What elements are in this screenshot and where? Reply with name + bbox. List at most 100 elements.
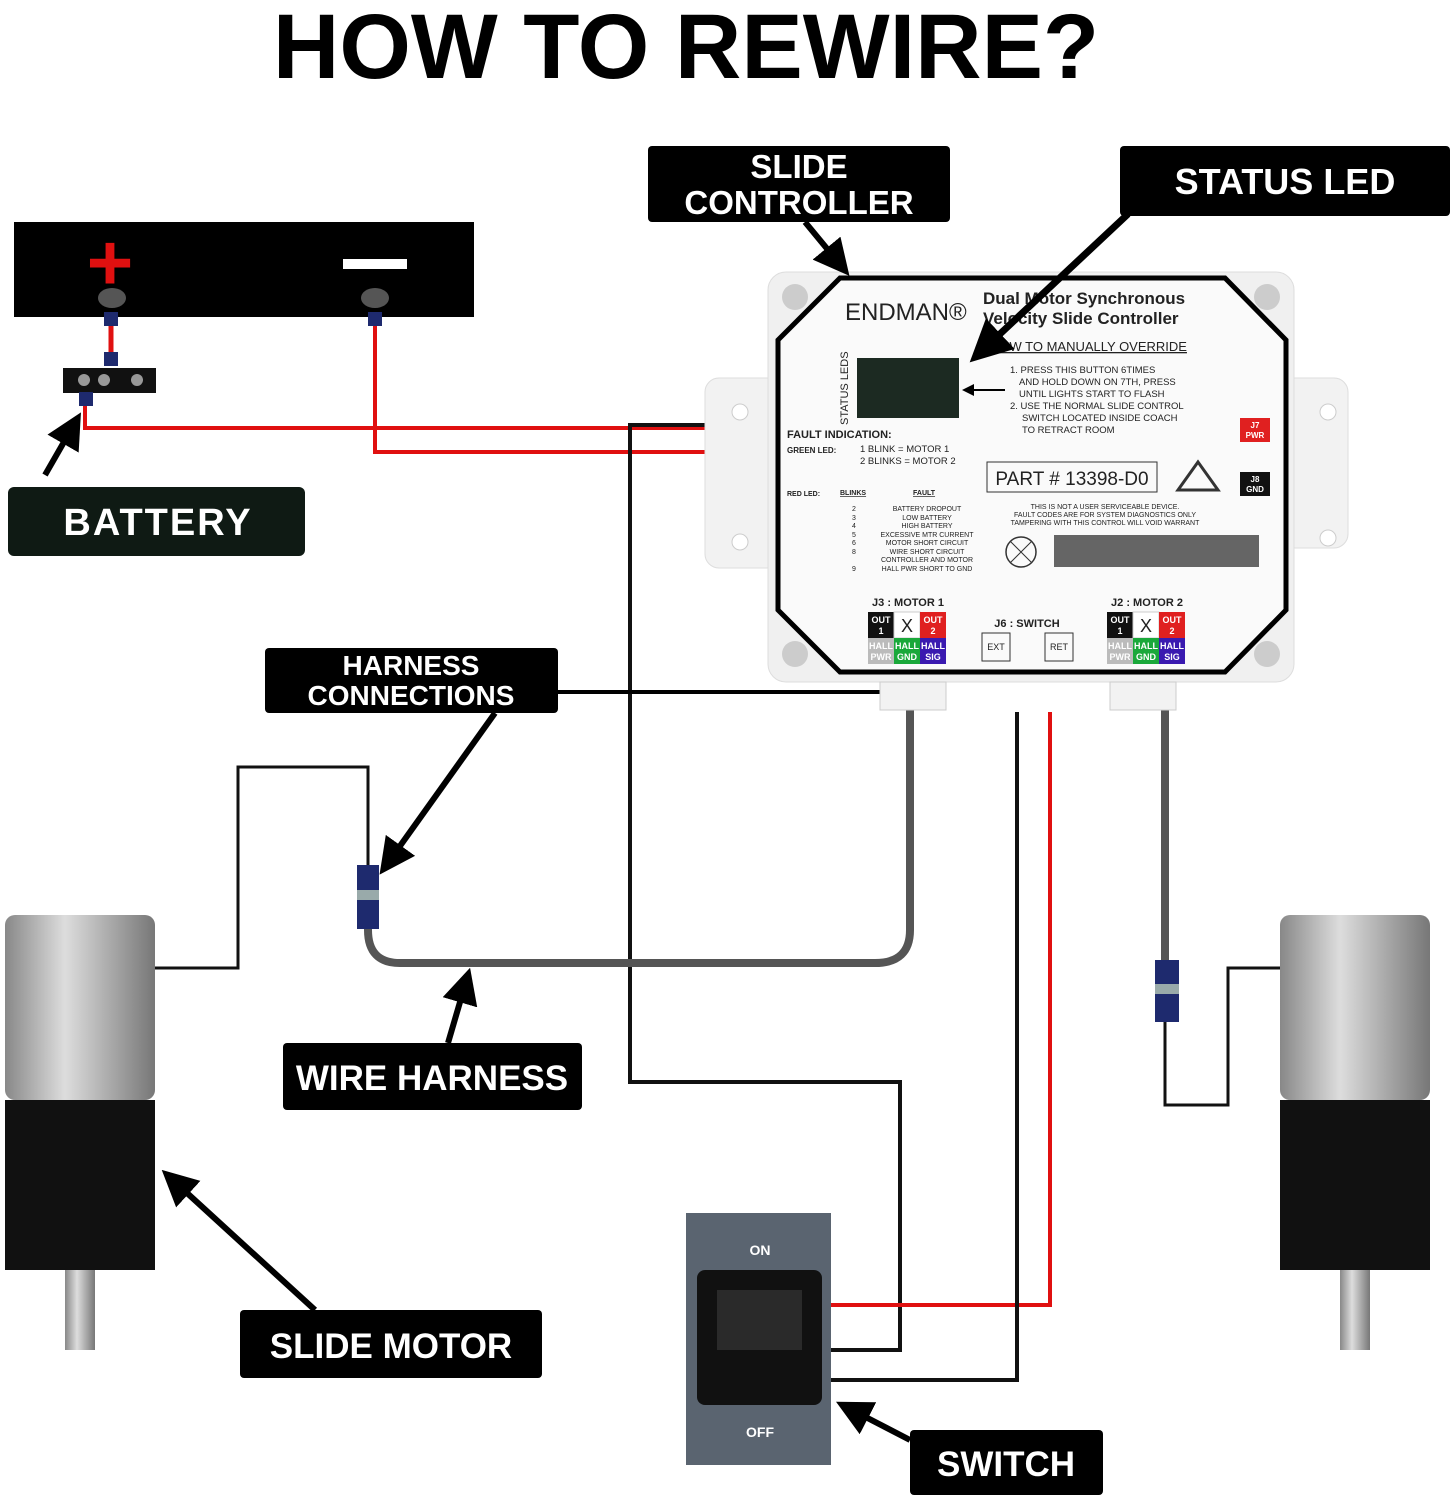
controller-red-codes-5-fault: WIRE SHORT CIRCUIT: [890, 549, 966, 556]
switch-on-label: ON: [750, 1242, 771, 1258]
controller-pins-hall-gnd-1: GND: [1136, 652, 1157, 662]
controller-j7-0: J7: [1251, 421, 1260, 430]
status-led-board: [857, 358, 959, 418]
labels-switch: SWITCH: [937, 1445, 1075, 1484]
controller-pins-hall-pwr-0: HALL: [1108, 641, 1132, 651]
black-wire-switch-ret: [830, 712, 1019, 1382]
controller-pins-out2-0: OUT: [924, 615, 944, 625]
red-wire-positive: [83, 400, 740, 430]
label-harness-connections: HARNESS CONNECTIONS: [265, 648, 558, 875]
red-wire-negative: [373, 322, 740, 454]
controller-pins-out1-0: OUT: [872, 615, 892, 625]
motor-lead-right: [1163, 966, 1282, 1107]
controller-pins-hall-pwr-1: PWR: [1110, 652, 1131, 662]
controller-red-codes-3-blinks: 5: [852, 532, 856, 539]
controller-override-steps-2: UNTIL LIGHTS START TO FLASH: [1019, 389, 1165, 400]
controller-pins-x: X: [1140, 616, 1152, 636]
controller-red-codes-1-fault: LOW BATTERY: [902, 515, 952, 522]
controller-status-leds: STATUS LEDS: [839, 351, 851, 425]
controller-pins-out2-1: 2: [1169, 626, 1174, 636]
controller-green-codes-0: 1 BLINK = MOTOR 1: [860, 444, 949, 455]
controller-red-codes-7-fault: HALL PWR SHORT TO GND: [882, 566, 973, 573]
slide-controller: ENDMAN® Dual Motor Synchronous Velocity …: [704, 271, 1349, 711]
controller-red-codes-3-fault: EXCESSIVE MTR CURRENT: [881, 532, 975, 539]
controller-j7-1: PWR: [1246, 431, 1265, 440]
controller-pins-hall-sig-0: HALL: [1160, 641, 1184, 651]
rocker-switch[interactable]: ON OFF: [686, 1213, 831, 1465]
labels-slide-controller-0: SLIDE: [750, 148, 847, 185]
controller-red-codes-4-blinks: 6: [852, 540, 856, 547]
controller-blinks-header: BLINKS: [840, 490, 866, 497]
wires: [83, 322, 1282, 1382]
controller-pins-hall-gnd-0: HALL: [895, 641, 919, 651]
controller-warning-0: THIS IS NOT A USER SERVICEABLE DEVICE.: [1031, 504, 1180, 511]
controller-pins-out2-1: 2: [930, 626, 935, 636]
controller-part: PART # 13398-D0: [995, 469, 1148, 490]
labels-slide-controller-1: CONTROLLER: [684, 184, 913, 221]
label-wire-harness: WIRE HARNESS: [283, 967, 582, 1110]
controller-warning-1: FAULT CODES ARE FOR SYSTEM DIAGNOSTICS O…: [1014, 512, 1196, 519]
label-switch: SWITCH: [836, 1401, 1103, 1495]
controller-j8-0: J8: [1251, 475, 1260, 484]
switch-off-label: OFF: [746, 1424, 774, 1440]
label-battery: BATTERY: [8, 412, 305, 556]
controller-pins-hall-sig-1: SIG: [1164, 652, 1180, 662]
controller-red-codes-2-fault: HIGH BATTERY: [901, 523, 952, 530]
slide-motor-right: [1280, 915, 1430, 1350]
controller-green-led: GREEN LED:: [787, 446, 836, 455]
controller-override-title: HOW TO MANUALLY OVERRIDE: [990, 339, 1187, 354]
controller-ret: RET: [1050, 642, 1069, 652]
label-status-led: STATUS LED: [969, 146, 1450, 363]
battery-minus: [343, 259, 407, 269]
controller-fault-header: FAULT: [913, 490, 936, 497]
controller-pins-out2-0: OUT: [1163, 615, 1183, 625]
controller-red-codes-0-blinks: 2: [852, 506, 856, 513]
controller-j2: J2 : MOTOR 2: [1111, 597, 1183, 609]
controller-override-steps-0: 1. PRESS THIS BUTTON 6TIMES: [1010, 365, 1155, 376]
controller-pins-hall-pwr-0: HALL: [869, 641, 893, 651]
controller-pins-out1-1: 1: [1117, 626, 1122, 636]
labels-slide-motor: SLIDE MOTOR: [270, 1327, 512, 1366]
labels-wire-harness: WIRE HARNESS: [296, 1059, 568, 1098]
controller-override-steps-1: AND HOLD DOWN ON 7TH, PRESS: [1019, 377, 1176, 388]
labels-battery: BATTERY: [63, 502, 252, 544]
controller-pins-x: X: [901, 616, 913, 636]
black-wire-switch-feed: [628, 423, 902, 1352]
controller-pins-hall-sig-0: HALL: [921, 641, 945, 651]
controller-j3: J3 : MOTOR 1: [872, 597, 944, 609]
controller-product-0: Dual Motor Synchronous: [983, 289, 1185, 308]
controller-red-led: RED LED:: [787, 491, 820, 498]
label-slide-motor: SLIDE MOTOR: [161, 1169, 542, 1378]
controller-red-codes-5-blinks: 8: [852, 549, 856, 556]
barcode: [1054, 535, 1259, 567]
controller-j6: J6 : SWITCH: [994, 618, 1059, 630]
controller-red-codes-2-blinks: 4: [852, 523, 856, 530]
harness-cable-left: [364, 710, 914, 967]
controller-pins-out1-0: OUT: [1111, 615, 1131, 625]
controller-override-steps-5: TO RETRACT ROOM: [1022, 425, 1115, 436]
controller-override-steps-4: SWITCH LOCATED INSIDE COACH: [1022, 413, 1178, 424]
controller-pins-hall-sig-1: SIG: [925, 652, 941, 662]
labels-harness-connections-0: HARNESS: [343, 650, 480, 681]
page-title: HOW TO REWIRE?: [273, 0, 1099, 98]
controller-j8-1: GND: [1246, 485, 1264, 494]
controller-fault-indication: FAULT INDICATION:: [787, 429, 892, 441]
controller-warning-2: TAMPERING WITH THIS CONTROL WILL VOID WA…: [1011, 520, 1200, 527]
controller-ext: EXT: [987, 642, 1005, 652]
motor-lead-left: [150, 765, 370, 970]
controller-pins-out1-1: 1: [878, 626, 883, 636]
controller-red-codes-0-fault: BATTERY DROPOUT: [893, 506, 962, 513]
controller-product-1: Velocity Slide Controller: [983, 309, 1179, 328]
battery: +: [14, 218, 474, 406]
labels-status-led: STATUS LED: [1175, 161, 1396, 202]
labels-harness-connections-1: CONNECTIONS: [308, 680, 515, 711]
controller-red-codes-7-blinks: 9: [852, 566, 856, 573]
controller-pins-hall-gnd-0: HALL: [1134, 641, 1158, 651]
controller-red-codes-4-fault: MOTOR SHORT CIRCUIT: [886, 540, 969, 547]
label-slide-controller: SLIDE CONTROLLER: [648, 146, 950, 276]
controller-green-codes-1: 2 BLINKS = MOTOR 2: [860, 456, 956, 467]
red-wire-switch: [830, 712, 1052, 1307]
